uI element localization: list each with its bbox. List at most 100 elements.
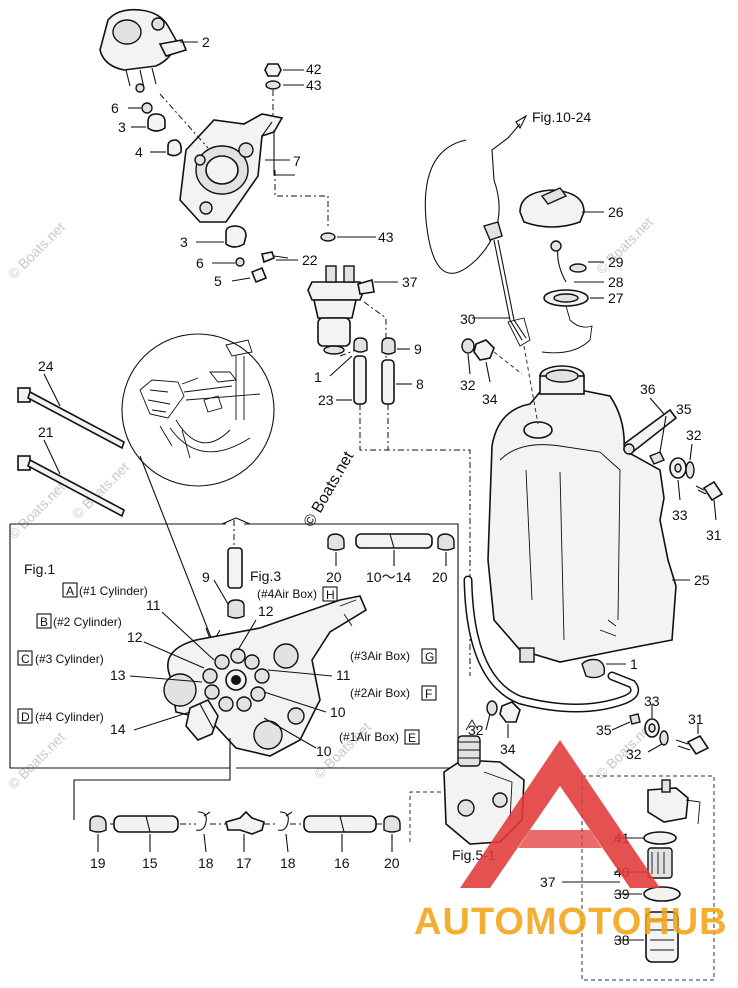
cable-ties: 24 21 [17, 358, 125, 518]
callout-28: 28 [608, 274, 624, 290]
callout-37b: 37 [540, 874, 556, 890]
callout-19: 19 [90, 855, 106, 871]
brand-text: AUTOMOTOHUB [414, 901, 728, 943]
callout-15: 15 [142, 855, 158, 871]
callout-35b: 35 [596, 722, 612, 738]
air-box-e-label: (#1Air Box) [339, 730, 399, 744]
callout-6: 6 [111, 100, 119, 116]
callout-33: 33 [672, 507, 688, 523]
callout-12b: 12 [127, 629, 143, 645]
callout-9b: 9 [202, 569, 210, 585]
callout-43: 43 [306, 77, 322, 93]
callout-22: 22 [302, 252, 318, 268]
center-watermark: © Boats.net [301, 448, 358, 530]
tank-fasteners-upper-left: 32 34 [460, 338, 523, 407]
callout-3b: 3 [180, 234, 188, 250]
callout-1: 1 [314, 369, 322, 385]
callout-18b: 18 [280, 855, 296, 871]
callout-33b: 33 [644, 693, 660, 709]
callout-27: 27 [608, 290, 624, 306]
callout-30: 30 [460, 311, 476, 327]
callout-11: 11 [146, 597, 161, 613]
cylinder-a-label: (#1 Cylinder) [79, 584, 148, 598]
callout-26: 26 [608, 204, 624, 220]
callout-23: 23 [318, 392, 334, 408]
callout-12: 12 [258, 603, 274, 619]
callout-39: 39 [614, 886, 630, 902]
callout-36: 36 [640, 381, 656, 397]
callout-31b: 31 [688, 711, 704, 727]
callout-38: 38 [614, 932, 630, 948]
air-box-f-label: (#2Air Box) [350, 686, 410, 700]
fig-10-24-label: Fig.10-24 [532, 109, 591, 125]
callout-43b: 43 [378, 229, 394, 245]
callout-31: 31 [706, 527, 722, 543]
air-box-e-letter: E [408, 731, 416, 745]
callout-29: 29 [608, 254, 624, 270]
cylinder-d-label: (#4 Cylinder) [35, 710, 104, 724]
watermark-text: © Boats.net [593, 214, 656, 277]
callout-11b: 11 [336, 667, 351, 683]
fig-1-detail: Fig.1 A (#1 Cylinder) B (#2 Cylinder) C … [9, 517, 459, 820]
callout-6b: 6 [196, 255, 204, 271]
pump-bracket: 7 [159, 93, 301, 223]
callout-37: 37 [402, 274, 418, 290]
cylinder-b-letter: B [40, 615, 48, 629]
watermark-text: © Boats.net [5, 219, 68, 282]
nut-washer-42-43: 42 43 43 [264, 61, 394, 245]
callout-10-14: 10～14 [366, 569, 411, 585]
callout-7: 7 [293, 153, 301, 169]
watermark-text: © Boats.net [5, 479, 68, 542]
callout-20a: 20 [326, 569, 342, 585]
air-box-f-letter: F [425, 687, 432, 701]
callout-8: 8 [416, 376, 424, 392]
callout-18: 18 [198, 855, 214, 871]
air-box-h-label: (#4Air Box) [257, 587, 317, 601]
fig-3-label: Fig.3 [250, 568, 281, 584]
fig-1-label: Fig.1 [24, 561, 55, 577]
callout-34: 34 [482, 391, 498, 407]
callout-25: 25 [694, 572, 710, 588]
callout-34b: 34 [500, 741, 516, 757]
callout-21: 21 [38, 424, 54, 440]
callout-32d: 32 [626, 746, 642, 762]
callout-1b: 1 [630, 656, 638, 672]
callout-2: 2 [202, 34, 210, 50]
cylinder-b-label: (#2 Cylinder) [53, 615, 122, 629]
callout-10b: 10 [316, 743, 332, 759]
brand-logo: AUTOMOTOHUB [414, 740, 728, 943]
callout-13: 13 [110, 667, 126, 683]
callout-10: 10 [330, 704, 346, 720]
watermark-text: © Boats.net [5, 729, 68, 792]
cylinder-d-letter: D [21, 710, 30, 724]
cylinder-c-label: (#3 Cylinder) [35, 652, 104, 666]
callout-14: 14 [110, 721, 126, 737]
small-parts-lower-left: 3 6 22 5 [180, 225, 318, 289]
callout-42: 42 [306, 61, 322, 77]
hoses-23-8: 9 1 8 23 [314, 337, 471, 676]
callout-17: 17 [236, 855, 252, 871]
callout-3: 3 [118, 119, 126, 135]
fuel-tank: 25 [487, 365, 710, 663]
detail-circle [121, 333, 275, 646]
level-sender: Fig.10-24 30 [424, 109, 591, 425]
fuel-pump-assembly: 2 [99, 8, 210, 93]
main-fuel-hose: 1 32 34 35 33 32 31 [463, 575, 710, 762]
callout-35: 35 [676, 401, 692, 417]
callout-20b: 20 [432, 569, 448, 585]
filler-cap: 26 29 28 27 [519, 187, 624, 354]
small-parts-upper-left: 6 3 4 [111, 100, 182, 160]
callout-20c: 20 [384, 855, 400, 871]
callout-9: 9 [414, 341, 422, 357]
callout-5: 5 [214, 273, 222, 289]
callout-32c: 32 [468, 722, 484, 738]
tank-fasteners-right: 36 35 32 33 31 [622, 381, 724, 543]
bottom-hose-set: 19 15 18 17 18 16 20 [89, 810, 401, 871]
callout-4: 4 [135, 144, 143, 160]
callout-32: 32 [460, 377, 476, 393]
fuel-filter-upper: 37 [307, 265, 418, 360]
air-box-h-letter: H [326, 588, 335, 602]
air-box-g-letter: G [425, 650, 434, 664]
callout-32b: 32 [686, 427, 702, 443]
